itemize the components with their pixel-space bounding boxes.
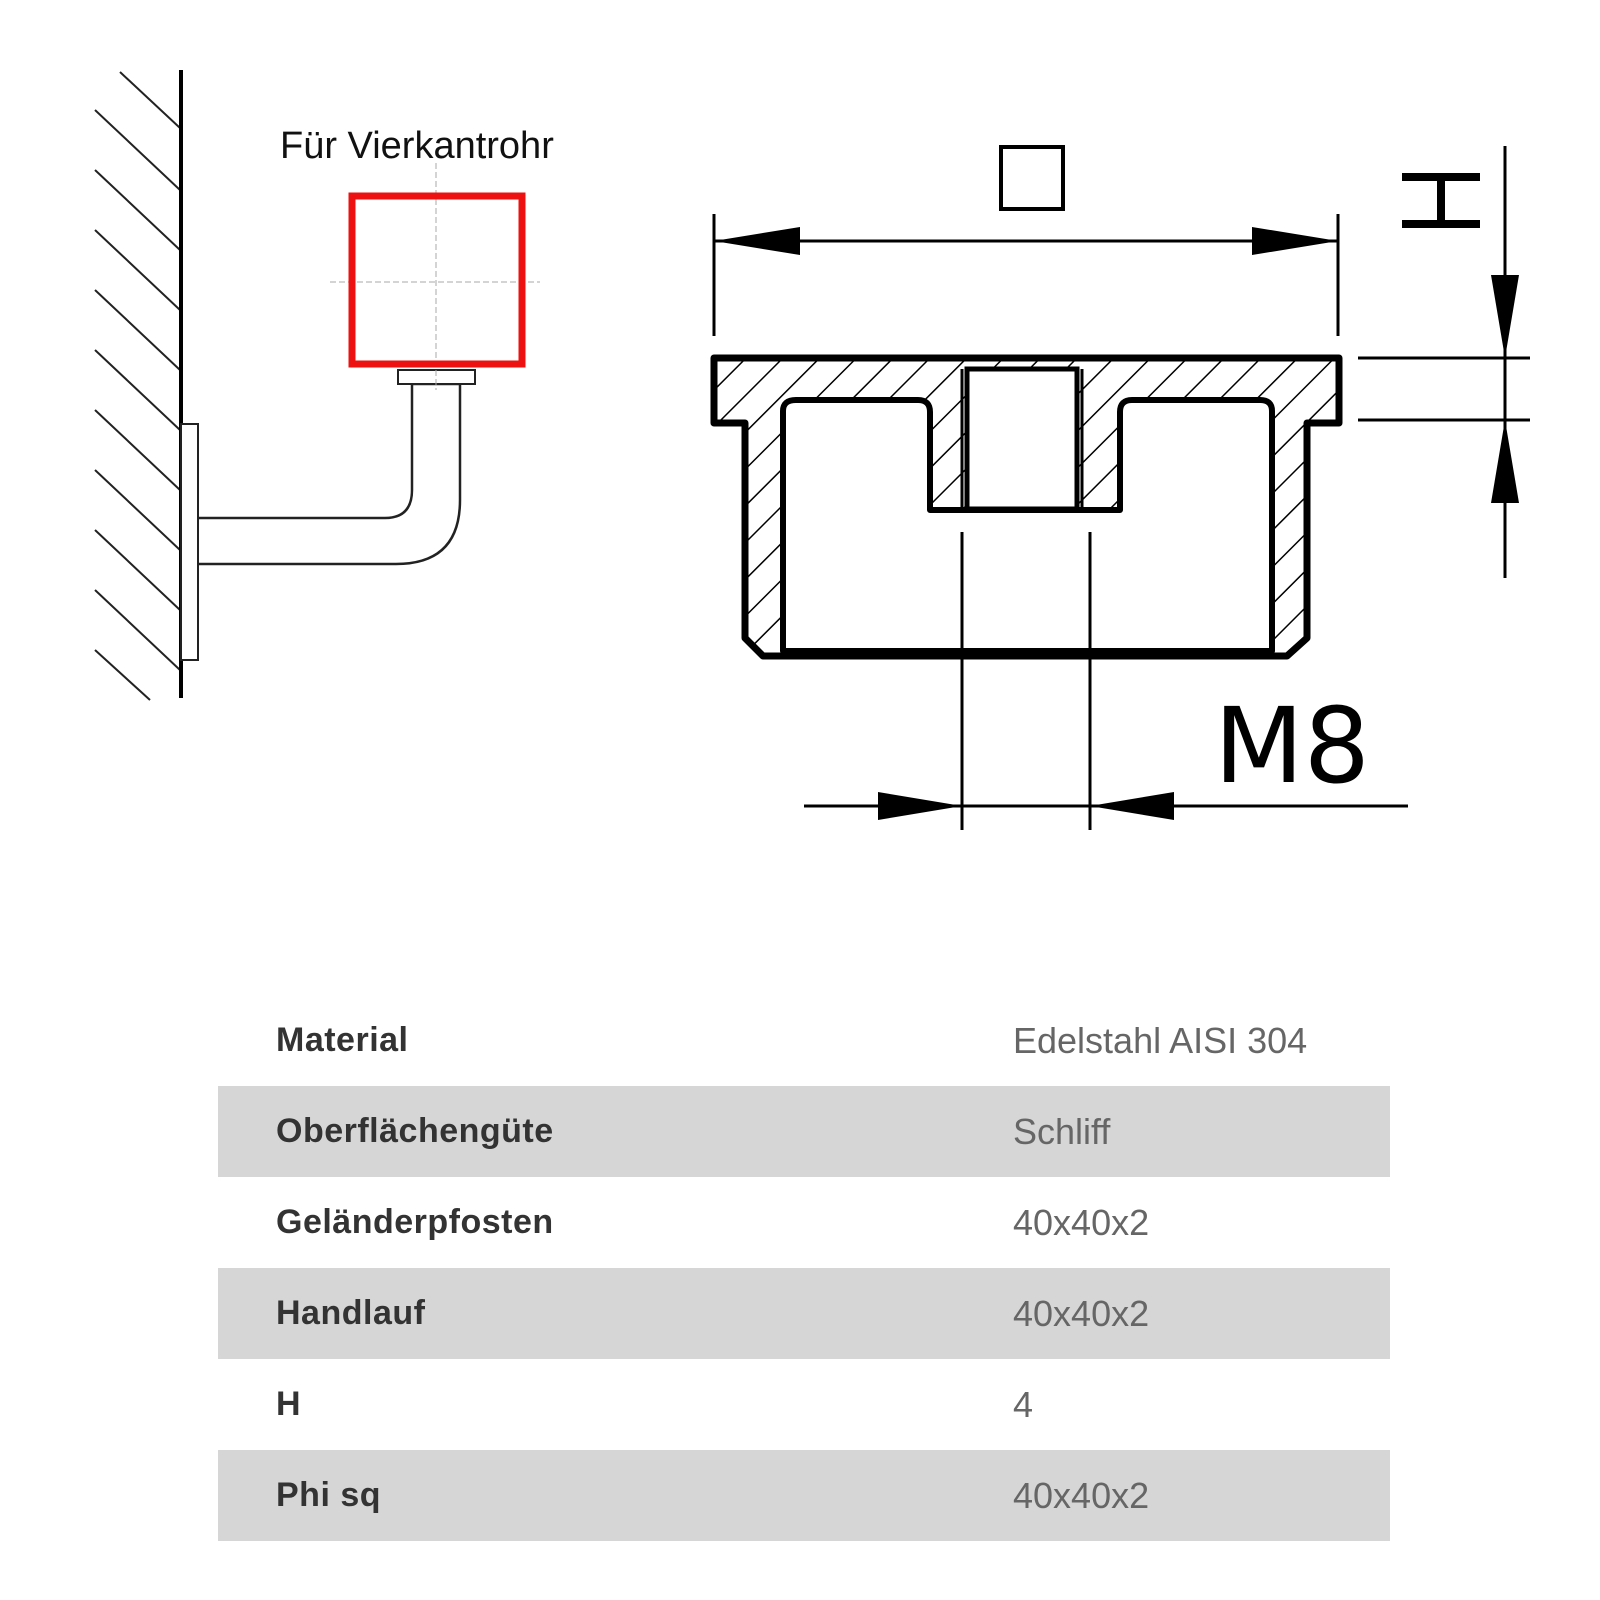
spec-value: 40x40x2 bbox=[1013, 1292, 1150, 1334]
thread-dimension: M8 bbox=[804, 532, 1408, 830]
arrow-left bbox=[714, 227, 800, 255]
spec-row-height: H 4 bbox=[218, 1359, 1390, 1450]
arrow-up bbox=[1491, 420, 1519, 503]
thread-label: M8 bbox=[1214, 685, 1370, 807]
width-dimension bbox=[712, 145, 1340, 336]
spec-label: H bbox=[276, 1385, 302, 1423]
arrow-thread-right bbox=[1090, 792, 1174, 820]
bracket-arm bbox=[198, 382, 462, 566]
height-dimension bbox=[1358, 146, 1530, 578]
spec-label: Material bbox=[276, 1021, 409, 1059]
square-tube-highlight bbox=[348, 192, 526, 368]
spec-label: Phi sq bbox=[276, 1476, 382, 1514]
wall-hatching bbox=[94, 71, 181, 701]
cap-inner-cavity bbox=[780, 397, 1275, 654]
spec-table: Material Edelstahl AISI 304 Oberflächeng… bbox=[218, 995, 1390, 1541]
spec-row-phi: Phi sq 40x40x2 bbox=[218, 1450, 1390, 1541]
wall-plate bbox=[180, 423, 199, 661]
spec-row-surface: Oberflächengüte Schliff bbox=[218, 1086, 1390, 1177]
technical-drawing: Für Vierkantrohr M8 bbox=[94, 70, 1530, 830]
arrow-right bbox=[1252, 227, 1338, 255]
wall-mount-sketch: Für Vierkantrohr bbox=[94, 70, 554, 701]
spec-row-post: Geländerpfosten 40x40x2 bbox=[218, 1177, 1390, 1268]
spec-value: Schliff bbox=[1013, 1110, 1111, 1152]
spec-value: Edelstahl AISI 304 bbox=[1013, 1019, 1308, 1061]
spec-value: 40x40x2 bbox=[1013, 1474, 1150, 1516]
spec-value: 4 bbox=[1013, 1383, 1034, 1425]
spec-row-material: Material Edelstahl AISI 304 bbox=[218, 995, 1390, 1086]
tube-caption: Für Vierkantrohr bbox=[280, 125, 554, 167]
threaded-bore bbox=[964, 366, 1080, 512]
spec-row-handrail: Handlauf 40x40x2 bbox=[218, 1268, 1390, 1359]
spec-value: 40x40x2 bbox=[1013, 1201, 1150, 1243]
end-cap-section bbox=[710, 354, 1343, 660]
height-label-h bbox=[1402, 173, 1480, 228]
spec-label: Oberflächengüte bbox=[276, 1112, 554, 1150]
arrow-thread-left bbox=[878, 792, 962, 820]
square-symbol bbox=[999, 145, 1065, 211]
arrow-down bbox=[1491, 275, 1519, 358]
spec-label: Handlauf bbox=[276, 1294, 426, 1332]
spec-label: Geländerpfosten bbox=[276, 1203, 554, 1241]
